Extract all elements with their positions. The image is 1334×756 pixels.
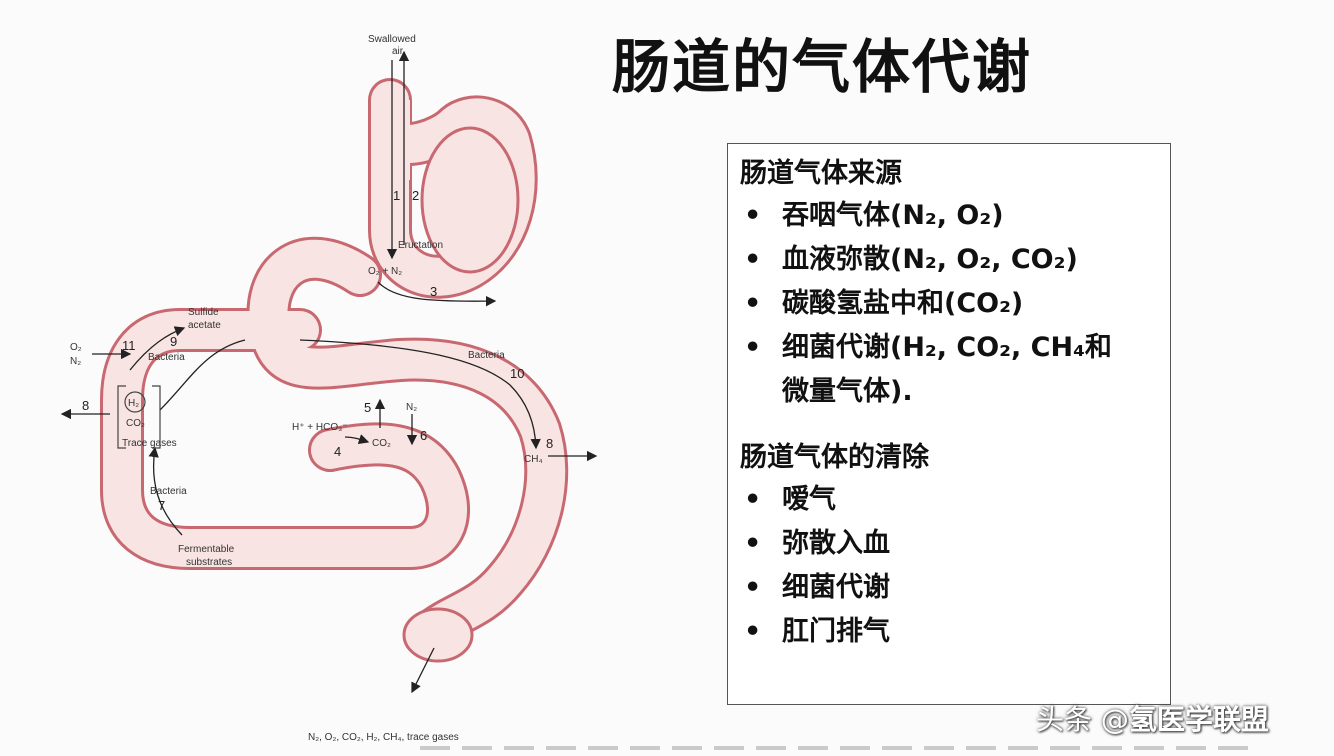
clearance-flatus: 肛门排气 bbox=[782, 616, 890, 647]
arrow-rectum bbox=[411, 647, 435, 694]
list-item: • 嗳气 bbox=[740, 478, 1158, 522]
num-10: 10 bbox=[510, 366, 524, 381]
bacteria-gas-box bbox=[117, 385, 161, 449]
arrow-9 bbox=[129, 326, 186, 371]
label-h2: H₂ bbox=[128, 398, 139, 409]
sources-heading: 肠道气体来源 bbox=[740, 158, 902, 189]
label-trace-gases: Trace gases bbox=[122, 438, 177, 449]
label-sulfide-1: Sulfide bbox=[188, 307, 219, 318]
source-bacteria: 细菌代谢(H₂, CO₂, CH₄和 bbox=[782, 332, 1112, 363]
list-item: • 吞咽气体(N₂, O₂) bbox=[740, 194, 1158, 238]
arrow-3 bbox=[377, 281, 497, 307]
gi-tract-shape bbox=[100, 78, 569, 663]
gi-tract-diagram: Swallowed air Eructation O₂ + N₂ Sulfide… bbox=[60, 34, 598, 743]
clearance-list: • 嗳气 • 弥散入血 • 细菌代谢 • 肛门排气 bbox=[740, 478, 1158, 654]
label-swallowed-air-1: Swallowed bbox=[368, 34, 416, 45]
bullet: • bbox=[744, 484, 762, 515]
sources-list: • 吞咽气体(N₂, O₂) • 血液弥散(N₂, O₂, CO₂) • 碳酸氢盐中和… bbox=[740, 194, 1158, 414]
source-bacteria-cont: 微量气体). bbox=[782, 376, 913, 407]
label-bacteria-upper-right: Bacteria bbox=[468, 350, 505, 361]
num-6: 6 bbox=[420, 428, 427, 443]
watermark-prefix: 头条 @ bbox=[1036, 703, 1129, 736]
num-9: 9 bbox=[170, 334, 177, 349]
label-sulfide-2: acetate bbox=[188, 320, 221, 331]
source-blood: 血液弥散(N₂, O₂, CO₂) bbox=[782, 244, 1078, 275]
label-bacteria-lower-left: Bacteria bbox=[150, 486, 187, 497]
num-2: 2 bbox=[412, 188, 419, 203]
label-h-hco3: H⁺ + HCO₃⁻ bbox=[292, 422, 347, 433]
list-item: • 细菌代谢(H₂, CO₂, CH₄和微量气体). bbox=[740, 326, 1158, 414]
num-5: 5 bbox=[364, 400, 371, 415]
label-ch4: CH₄ bbox=[524, 454, 543, 465]
label-n2-mid: N₂ bbox=[406, 402, 417, 413]
arrow-7 bbox=[148, 446, 183, 536]
list-item: • 弥散入血 bbox=[740, 522, 1158, 566]
clearance-diffusion: 弥散入血 bbox=[782, 528, 890, 559]
source-bicarbonate: 碳酸氢盐中和(CO₂) bbox=[782, 288, 1024, 319]
label-eructation: Eructation bbox=[398, 240, 443, 251]
bullet: • bbox=[744, 288, 762, 319]
list-item: • 细菌代谢 bbox=[740, 566, 1158, 610]
bullet: • bbox=[744, 332, 762, 363]
num-4: 4 bbox=[334, 444, 341, 459]
list-item: • 血液弥散(N₂, O₂, CO₂) bbox=[740, 238, 1158, 282]
num-11: 11 bbox=[122, 338, 136, 353]
bullet: • bbox=[744, 616, 762, 647]
label-fermentable-1: Fermentable bbox=[178, 544, 235, 555]
page-title: 肠道的气体代谢 bbox=[612, 33, 1033, 101]
list-item: • 碳酸氢盐中和(CO₂) bbox=[740, 282, 1158, 326]
clearance-belching: 嗳气 bbox=[782, 484, 836, 515]
label-bacteria-upper-left: Bacteria bbox=[148, 352, 185, 363]
source-swallowed: 吞咽气体(N₂, O₂) bbox=[782, 200, 1004, 231]
label-swallowed-air-2: air bbox=[392, 46, 404, 57]
bullet: • bbox=[744, 572, 762, 603]
arrow-9-path bbox=[159, 339, 246, 411]
label-o2: O₂ bbox=[70, 342, 82, 353]
label-co2-mid: CO₂ bbox=[372, 438, 391, 449]
list-item: • 肛门排气 bbox=[740, 610, 1158, 654]
arrow-10 bbox=[299, 339, 541, 450]
bullet: • bbox=[744, 244, 762, 275]
bullet: • bbox=[744, 528, 762, 559]
num-8-right: 8 bbox=[546, 436, 553, 451]
num-3: 3 bbox=[430, 284, 437, 299]
label-stomach-gas: O₂ + N₂ bbox=[368, 266, 402, 277]
label-co2-box: CO₂ bbox=[126, 418, 145, 429]
watermark: 头条 @氢医学联盟 bbox=[1036, 698, 1269, 738]
num-8-left: 8 bbox=[82, 398, 89, 413]
label-n2-left: N₂ bbox=[70, 356, 81, 367]
clearance-heading: 肠道气体的清除 bbox=[740, 442, 929, 473]
num-1: 1 bbox=[393, 188, 400, 203]
label-fermentable-2: substrates bbox=[186, 557, 232, 568]
clearance-bacteria: 细菌代谢 bbox=[782, 572, 890, 603]
num-7: 7 bbox=[158, 498, 165, 513]
info-panel: 肠道气体来源 • 吞咽气体(N₂, O₂) • 血液弥散(N₂, O₂, CO₂) … bbox=[727, 143, 1171, 705]
arrow-4 bbox=[344, 434, 370, 445]
bullet: • bbox=[744, 200, 762, 231]
watermark-name: 氢医学联盟 bbox=[1128, 703, 1269, 736]
label-bottom-gases: N₂, O₂, CO₂, H₂, CH₄, trace gases bbox=[308, 732, 459, 743]
cropped-caption-line bbox=[420, 746, 1260, 750]
